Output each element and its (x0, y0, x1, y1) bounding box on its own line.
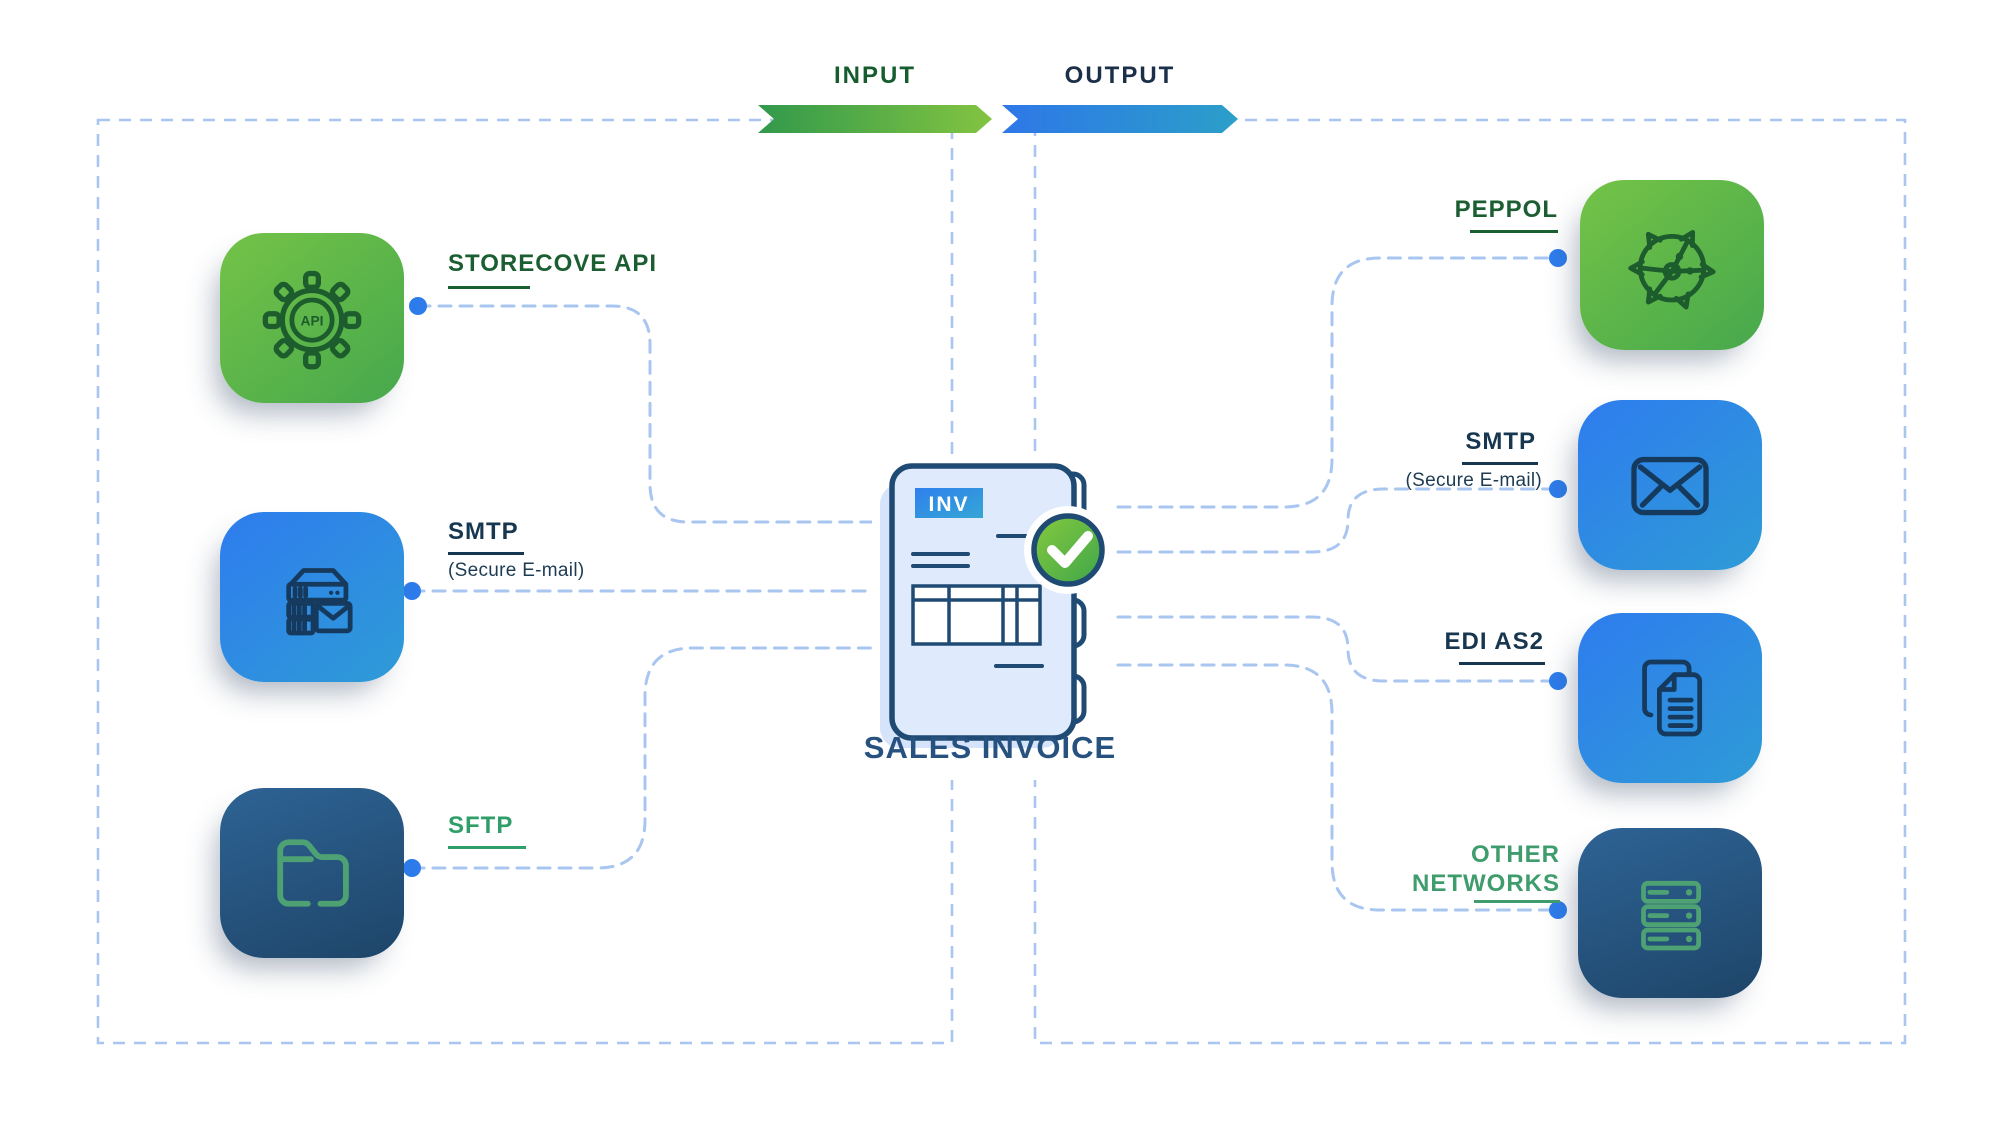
other-networks-label: OTHER NETWORKS (1412, 841, 1560, 898)
edi-as2-tile (1578, 613, 1762, 783)
connector-other (1116, 663, 1558, 912)
folder-icon (277, 839, 349, 907)
output-arrow-banner (1002, 105, 1238, 133)
peppol-tile (1580, 180, 1764, 350)
smtp-output-tile (1578, 400, 1762, 570)
edi-as2-label: EDI AS2 (1444, 628, 1544, 655)
smtp-input-sublabel: (Secure E-mail) (448, 560, 585, 581)
inv-badge (915, 488, 983, 518)
sftp-underline (448, 846, 526, 849)
smtp-input-underline (448, 552, 524, 555)
peppol-underline (1470, 230, 1558, 233)
smtp-input-tile (220, 512, 404, 682)
sftp-tile (220, 788, 404, 958)
storecove-underline (448, 286, 530, 289)
smtp-output-underline (1462, 462, 1538, 465)
input-arrow-banner (758, 105, 992, 133)
edi-as2-underline (1459, 662, 1545, 665)
sales-invoice-title: SALES INVOICE (863, 730, 1117, 765)
input-region-border (96, 118, 954, 1045)
smtp-output-sublabel: (Secure E-mail) (1405, 470, 1542, 491)
output-heading: OUTPUT (1064, 62, 1176, 89)
other-networks-underline (1474, 900, 1560, 903)
other-networks-tile (1578, 828, 1762, 998)
invoice-document-icon: INV (872, 454, 1112, 754)
smtp-output-label: SMTP (1465, 428, 1536, 455)
envelope-icon (1631, 456, 1709, 516)
mail-server-icon (286, 568, 353, 636)
smtp-input-label: SMTP (448, 518, 519, 545)
storecove-api-tile: API (220, 233, 404, 403)
server-stack-icon (1641, 880, 1702, 951)
svg-text:API: API (301, 313, 324, 328)
sales-invoice-graphic: INV (870, 450, 1120, 760)
sftp-label: SFTP (448, 812, 514, 839)
inv-badge-text: INV (928, 493, 969, 516)
connector-dots (403, 249, 1567, 919)
connector-smtp-out (1116, 487, 1558, 554)
api-gear-icon: API (262, 270, 362, 370)
checkmark-circle-icon (1031, 513, 1105, 587)
network-globe-icon (1628, 229, 1716, 310)
connector-sftp (410, 646, 874, 870)
input-heading: INPUT (834, 62, 916, 89)
storecove-api-label: STORECOVE API (448, 250, 658, 277)
connector-peppol (1116, 256, 1558, 509)
output-region-border (1033, 118, 1907, 1045)
peppol-label: PEPPOL (1454, 196, 1558, 223)
documents-icon (1642, 659, 1703, 737)
connector-storecove (416, 304, 874, 524)
